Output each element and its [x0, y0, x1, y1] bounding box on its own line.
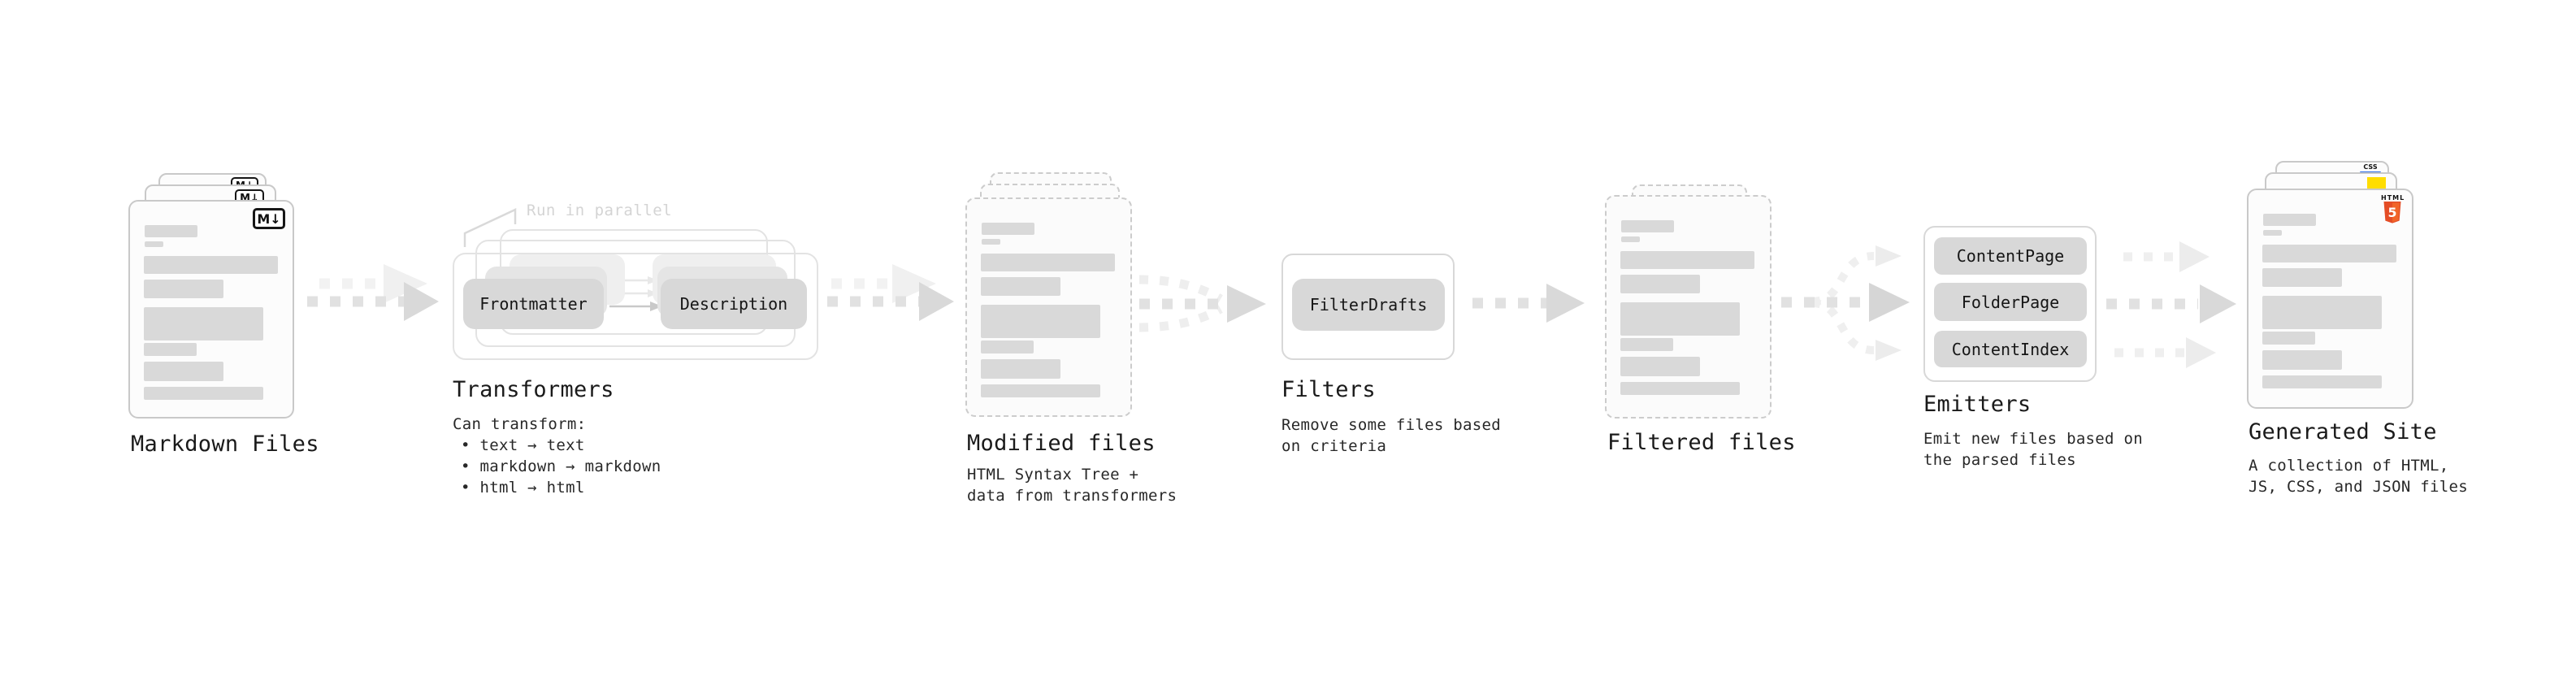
- caption-line: Remove some files based: [1281, 416, 1501, 434]
- filters-caption: Remove some files based on criteria: [1281, 414, 1501, 457]
- text-line-placeholder: [2263, 214, 2316, 226]
- generated-site-title: Generated Site: [2249, 419, 2437, 445]
- filtered-files-title: Filtered files: [1607, 430, 1796, 455]
- text-line-placeholder: [1620, 275, 1700, 293]
- text-line-placeholder: [981, 359, 1060, 379]
- transformers-frame-front: [453, 253, 818, 360]
- text-line-placeholder: [144, 343, 197, 356]
- arrow-transformers-to-modified: [827, 264, 954, 321]
- frontmatter-node: Frontmatter: [463, 279, 604, 329]
- text-line-placeholder: [144, 387, 263, 400]
- modified-doc-front: [965, 197, 1132, 417]
- contentindex-node: ContentIndex: [1934, 331, 2087, 367]
- caption-line: A collection of HTML,: [2249, 457, 2449, 475]
- html5-icon-label: HTML: [2381, 194, 2405, 202]
- text-line-placeholder: [981, 340, 1034, 354]
- bullet-item: • markdown → markdown: [461, 458, 661, 475]
- text-line-placeholder: [1620, 251, 1754, 269]
- text-line-placeholder: [144, 280, 223, 298]
- filterdrafts-node: FilterDrafts: [1292, 279, 1445, 331]
- arrow-emitters-to-generated: [2106, 241, 2236, 368]
- text-line-placeholder: [144, 307, 263, 340]
- filtered-doc-front: [1605, 195, 1772, 419]
- text-line-placeholder: [981, 277, 1060, 296]
- text-line-placeholder: [1620, 357, 1700, 376]
- text-line-placeholder: [2262, 332, 2315, 345]
- text-line-placeholder: [982, 239, 1000, 245]
- emitters-title: Emitters: [1923, 392, 2032, 417]
- javascript-icon: [2367, 177, 2386, 189]
- text-line-placeholder: [145, 225, 197, 237]
- emitters-caption: Emit new files based on the parsed files: [1923, 428, 2143, 471]
- text-line-placeholder: [981, 254, 1115, 271]
- text-line-placeholder: [1620, 382, 1740, 395]
- text-line-placeholder: [981, 305, 1100, 338]
- text-line-placeholder: [981, 384, 1100, 397]
- modified-files-caption: HTML Syntax Tree + data from transformer…: [967, 464, 1177, 506]
- generated-site-caption: A collection of HTML, JS, CSS, and JSON …: [2249, 455, 2468, 497]
- caption-line: data from transformers: [967, 487, 1177, 505]
- transformers-caption: Can transform: • text → text • markdown …: [453, 414, 661, 498]
- description-node: Description: [661, 279, 807, 329]
- markdown-icon: M↓: [253, 208, 285, 229]
- text-line-placeholder: [1620, 302, 1740, 336]
- text-line-placeholder: [1621, 236, 1640, 242]
- text-line-placeholder: [1620, 338, 1673, 351]
- text-line-placeholder: [2262, 375, 2382, 388]
- arrow-modified-to-filters-merge: [1138, 275, 1266, 332]
- caption-line: on criteria: [1281, 437, 1387, 455]
- bullet-item: • text → text: [461, 436, 585, 454]
- text-line-placeholder: [144, 362, 223, 381]
- text-line-placeholder: [982, 223, 1034, 235]
- arrow-filters-to-filtered: [1472, 284, 1585, 323]
- markdown-doc-front: M↓: [128, 200, 294, 419]
- bullet-item: • html → html: [461, 479, 585, 497]
- caption-line: JS, CSS, and JSON files: [2249, 478, 2468, 496]
- caption-line: HTML Syntax Tree +: [967, 466, 1139, 484]
- text-line-placeholder: [1621, 220, 1674, 232]
- text-line-placeholder: [2262, 268, 2342, 287]
- caption-line: Can transform:: [453, 415, 587, 433]
- transformers-title: Transformers: [453, 377, 614, 402]
- html5-icon: HTML 5: [2381, 194, 2404, 223]
- modified-files-title: Modified files: [967, 431, 1156, 456]
- text-line-placeholder: [2262, 296, 2382, 329]
- text-line-placeholder: [2263, 230, 2282, 236]
- arrow-filtered-to-emitters-split: [1781, 245, 1910, 361]
- folderpage-node: FolderPage: [1934, 283, 2087, 321]
- markdown-files-title: Markdown Files: [131, 432, 319, 457]
- filters-title: Filters: [1281, 377, 1376, 402]
- generated-doc-front: HTML 5: [2247, 189, 2413, 409]
- contentpage-node: ContentPage: [1934, 237, 2087, 275]
- text-line-placeholder: [145, 241, 163, 247]
- text-line-placeholder: [144, 256, 278, 274]
- caption-line: the parsed files: [1923, 451, 2076, 469]
- run-in-parallel-label: Run in parallel: [527, 202, 673, 219]
- text-line-placeholder: [2262, 245, 2396, 262]
- arrow-markdown-to-transformers: [307, 264, 439, 321]
- text-line-placeholder: [2262, 350, 2342, 370]
- svg-text:5: 5: [2388, 205, 2397, 220]
- caption-line: Emit new files based on: [1923, 430, 2143, 448]
- css-icon-label: CSS: [2363, 163, 2378, 171]
